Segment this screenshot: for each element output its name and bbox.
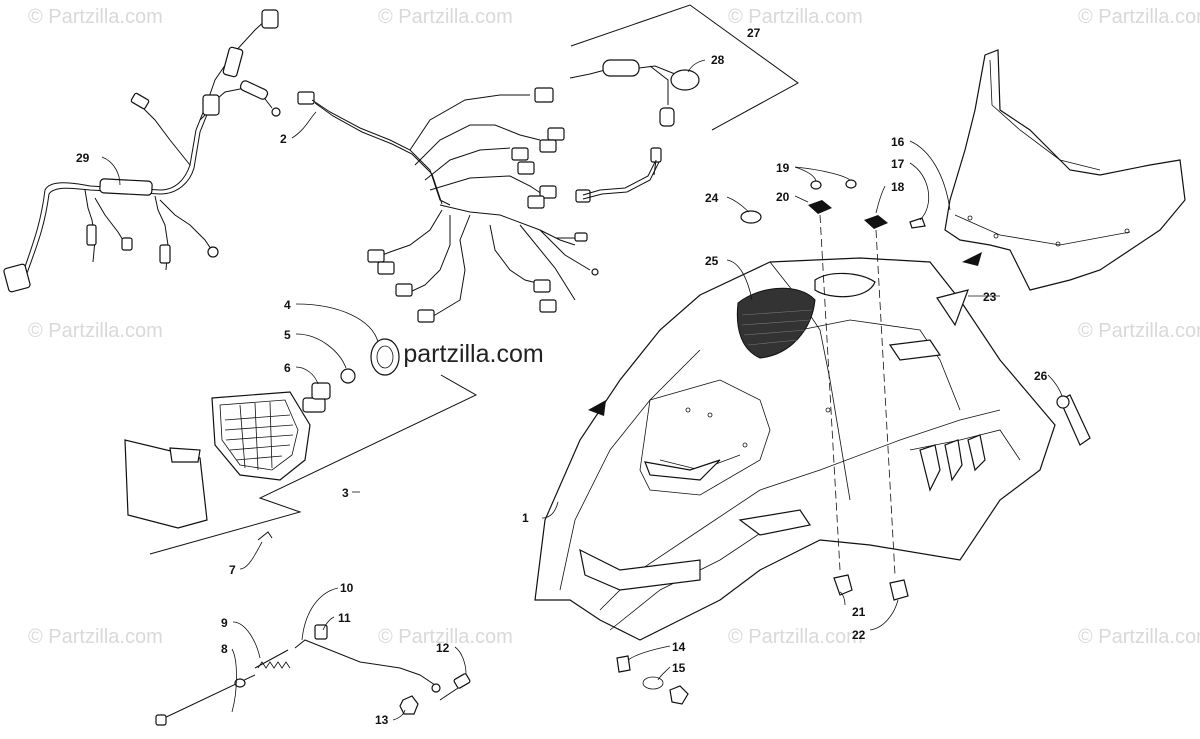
callout-26: 26 [1034, 369, 1048, 383]
watermark: © Partzilla.com [378, 6, 513, 28]
watermark: © Partzilla.com [728, 626, 863, 648]
callout-13: 13 [375, 713, 389, 727]
callout-numbers: 1 2 3 4 5 6 7 8 9 10 11 12 13 14 15 16 1… [76, 26, 1048, 727]
callout-22: 22 [852, 628, 866, 642]
watermark: © Partzilla.com [1078, 320, 1200, 342]
callout-27: 27 [747, 26, 761, 40]
callout-17: 17 [891, 157, 905, 171]
hardware-group [155, 624, 471, 726]
callout-6: 6 [284, 361, 291, 375]
callout-5: 5 [284, 328, 291, 342]
wiring-harness-29 [3, 9, 281, 293]
callout-8: 8 [221, 642, 228, 656]
callout-21: 21 [852, 605, 866, 619]
main-harness-2 [297, 87, 661, 323]
callout-15: 15 [672, 661, 686, 675]
windshield-16 [944, 49, 1186, 291]
leader-lines [101, 59, 1063, 721]
hood-body-1 [534, 257, 1056, 641]
watermark: © Partzilla.com [1078, 6, 1200, 28]
callout-18: 18 [891, 180, 905, 194]
callout-25: 25 [705, 254, 719, 268]
headlight-assembly [124, 338, 478, 555]
callout-19: 19 [776, 161, 790, 175]
callout-3: 3 [342, 486, 349, 500]
watermark: © Partzilla.com [28, 320, 163, 342]
sub-assembly-27 [569, 4, 799, 176]
watermark: © Partzilla.com [728, 6, 863, 28]
callout-11: 11 [338, 611, 351, 625]
watermark: © Partzilla.com [1078, 626, 1200, 648]
callout-10: 10 [340, 581, 354, 595]
callout-9: 9 [221, 616, 228, 630]
center-watermark: © partzilla.com [378, 340, 544, 368]
callout-2: 2 [280, 132, 287, 146]
watermark: © Partzilla.com [28, 6, 163, 28]
callout-16: 16 [891, 135, 905, 149]
callout-4: 4 [284, 298, 291, 312]
callout-28: 28 [711, 53, 725, 67]
watermark: © Partzilla.com [378, 626, 513, 648]
callout-20: 20 [776, 190, 790, 204]
callout-14: 14 [672, 640, 686, 654]
callout-12: 12 [436, 641, 450, 655]
watermark: © Partzilla.com [28, 626, 163, 648]
small-parts [588, 179, 1091, 705]
callout-7: 7 [229, 563, 236, 577]
callout-24: 24 [705, 191, 719, 205]
callout-29: 29 [76, 151, 90, 165]
callout-23: 23 [983, 290, 997, 304]
callout-1: 1 [522, 511, 529, 525]
